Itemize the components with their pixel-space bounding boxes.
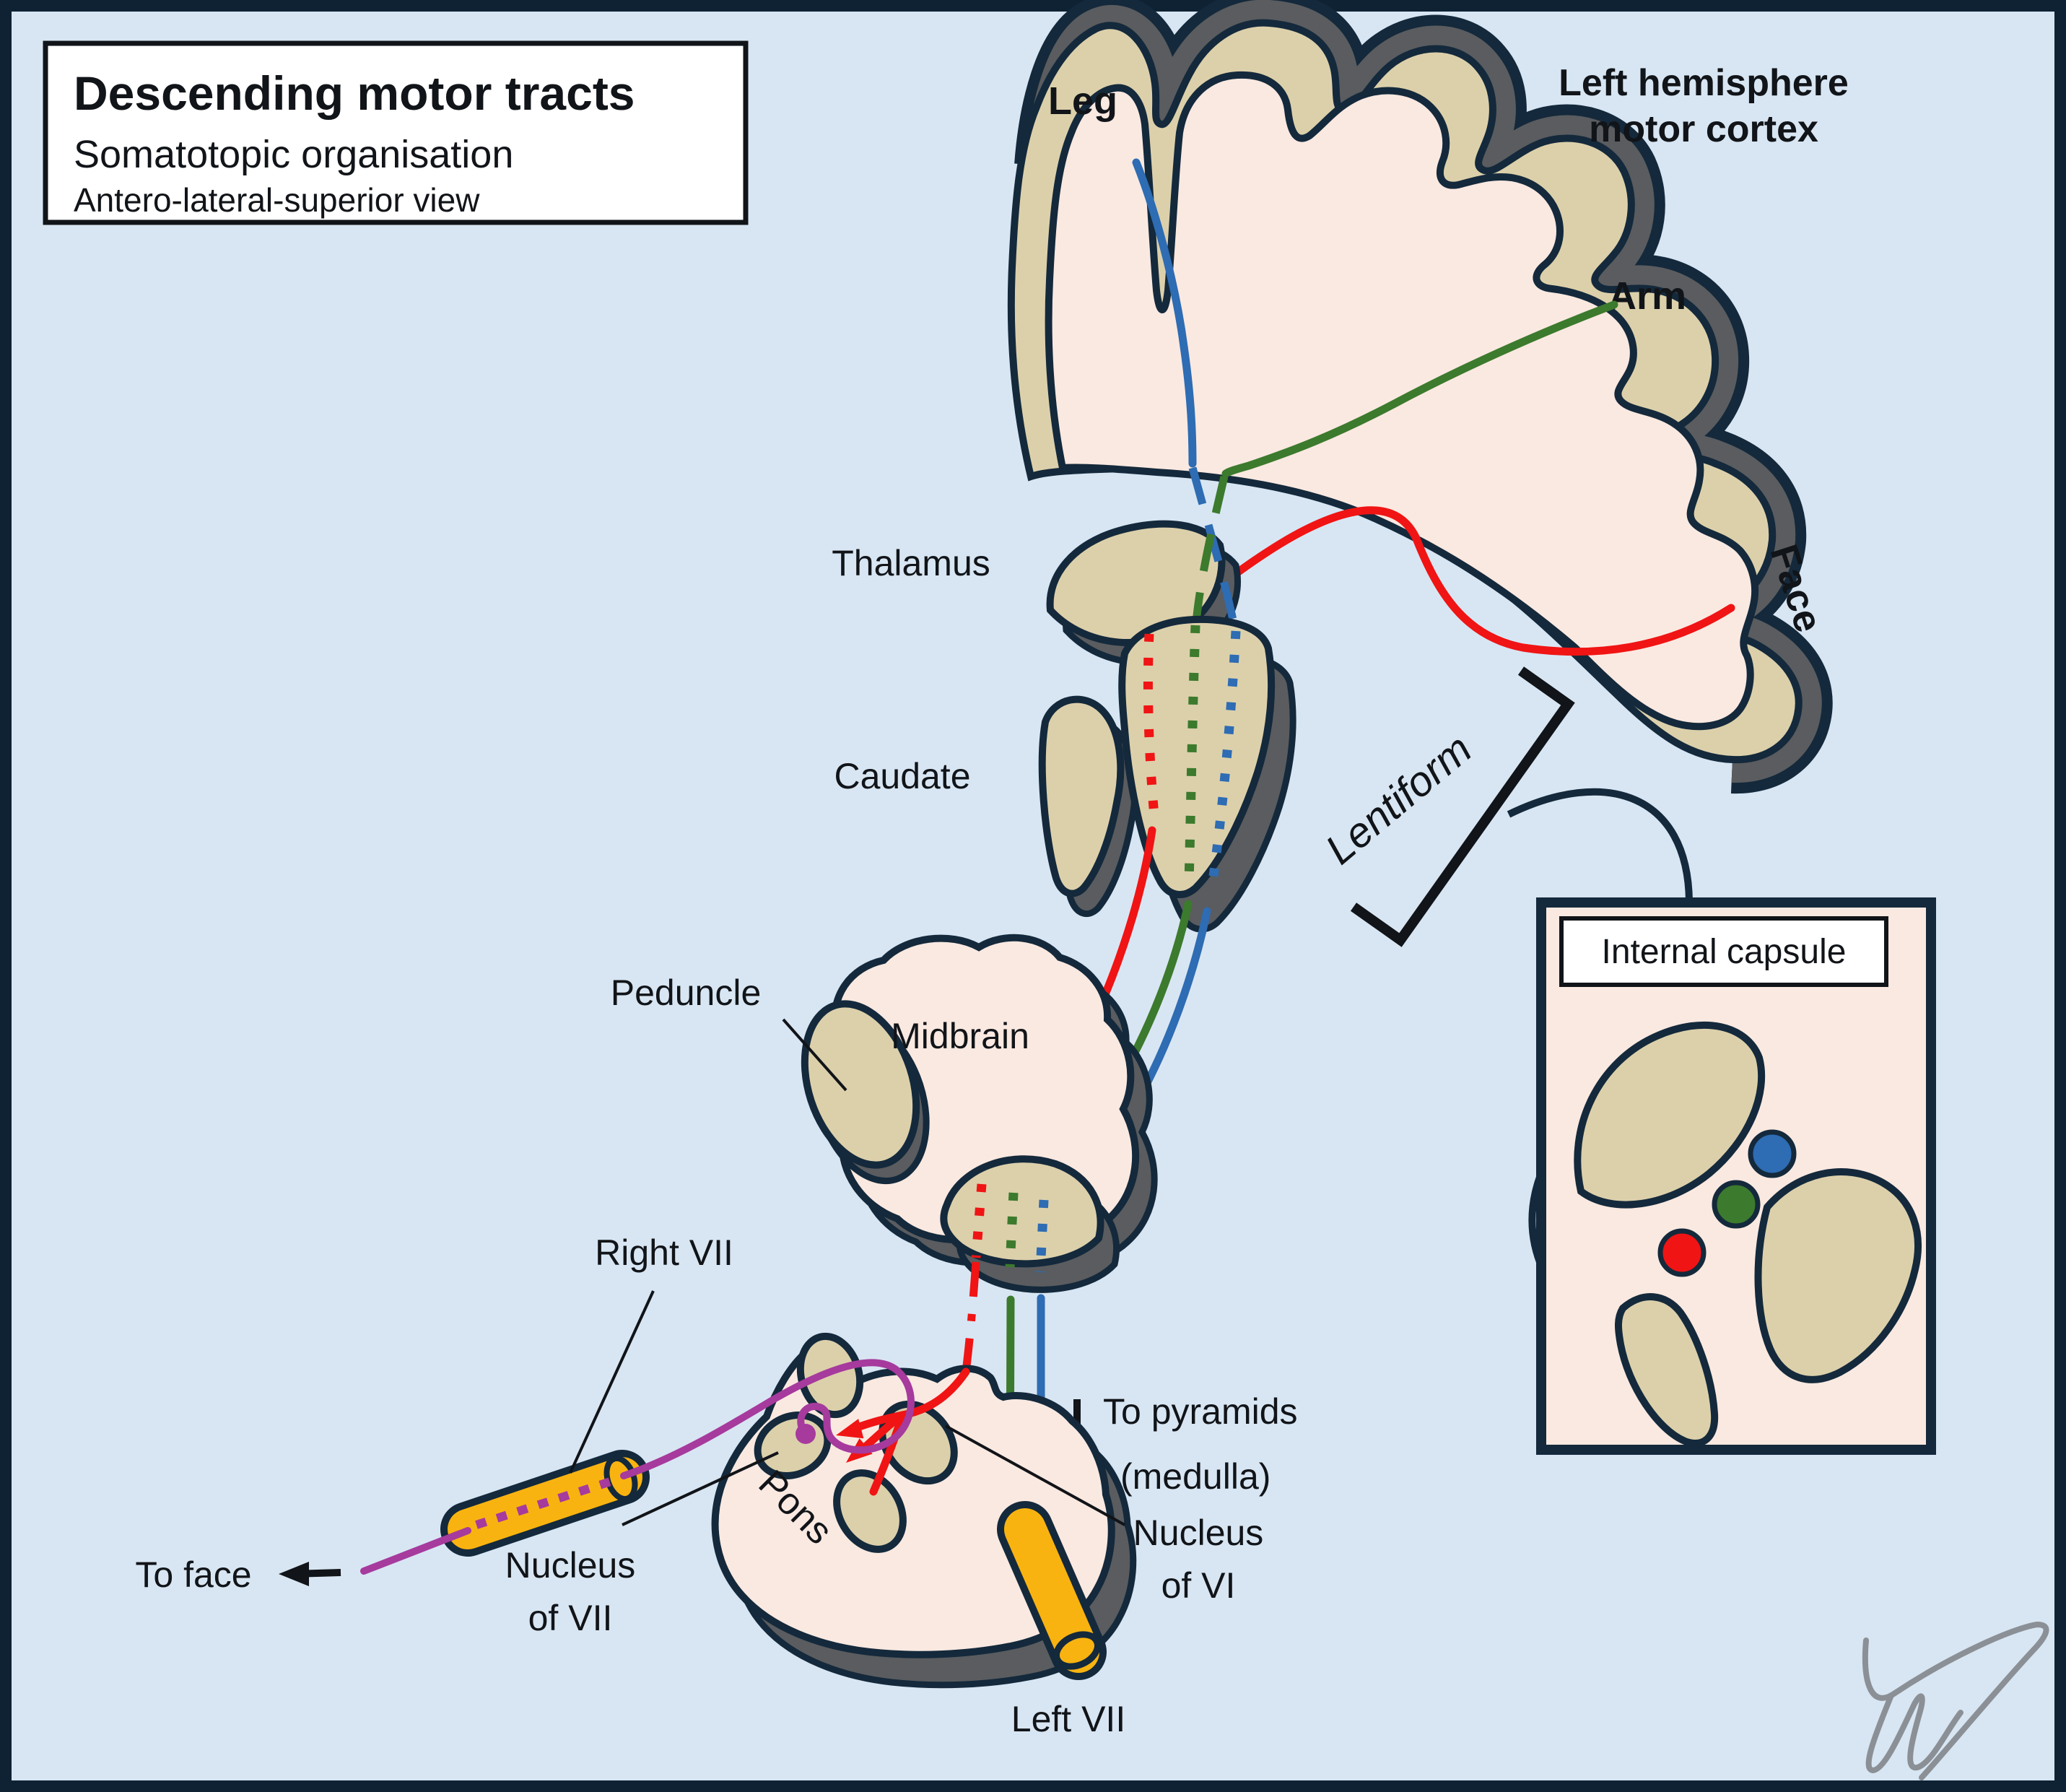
leg-label: Leg	[1048, 79, 1117, 123]
nucleus-vi-label-line1: Nucleus	[1133, 1513, 1264, 1553]
inset-caudate-shape	[1615, 1293, 1719, 1447]
diagram-view: Antero-lateral-superior view	[74, 181, 480, 219]
left-vii-trunk	[1004, 1508, 1099, 1673]
face-tract-arrowhead-icon	[836, 1419, 864, 1439]
inset-title: Internal capsule	[1602, 933, 1847, 971]
lentiform-shape	[1118, 615, 1276, 898]
signature-stroke-1	[1862, 1621, 2049, 1780]
to-face-label: To face	[135, 1554, 251, 1595]
inset-thalamus-shape	[1574, 1021, 1766, 1209]
inset-lentiform-shape	[1754, 1168, 1922, 1383]
facial-nerves: Left VII Right VII To face	[135, 1232, 1125, 1739]
arm-tract-cortex	[1221, 300, 1618, 478]
peduncle-pointer-line	[782, 1018, 847, 1092]
nucleus-vi-pointer-line	[945, 1425, 1125, 1526]
right-vii-pointer-line	[569, 1290, 655, 1474]
nucleus-vii-label-line1: Nucleus	[505, 1545, 636, 1586]
pontine-nucleus-bottom	[833, 1469, 907, 1553]
thalamus-shape	[1046, 520, 1226, 646]
nucleus-vii-pointer-line	[622, 1451, 779, 1526]
motor-cortex-slab: Leg Arm Face	[1007, 0, 1833, 794]
arm-tract-dashed	[1192, 475, 1229, 623]
nucleus-vii-label-line2: of VII	[528, 1598, 613, 1638]
lentiform-bracket	[1350, 666, 1575, 947]
right-vii-label: Right VII	[595, 1232, 733, 1273]
inset-face-dot	[1657, 1228, 1707, 1277]
facial-nerve-terminal-dot	[796, 1424, 816, 1444]
leg-tract-cortex	[1132, 158, 1197, 468]
signature-stroke-2	[1865, 1692, 1963, 1774]
peduncle-shape	[801, 1000, 920, 1169]
thalamus-label: Thalamus	[832, 543, 990, 583]
arm-tract-dotted-lentiform	[1184, 625, 1200, 885]
artist-signature	[1862, 1621, 2049, 1780]
caudate-label: Caudate	[834, 756, 970, 796]
to-pyramids-label-line2: (medulla)	[1120, 1456, 1270, 1497]
face-tract-dashdot	[962, 1261, 980, 1373]
nucleus-vi-label-line2: of VI	[1161, 1565, 1236, 1606]
diagram-title: Descending motor tracts	[74, 66, 635, 120]
region-heading-line1: Left hemisphere	[1559, 62, 1849, 104]
inset-arm-dot	[1712, 1180, 1761, 1229]
title-box: Descending motor tracts Somatotopic orga…	[43, 40, 749, 225]
arrow-left-icon	[279, 1562, 309, 1586]
midbrain: Midbrain Peduncle	[611, 934, 1158, 1293]
midbrain-label: Midbrain	[891, 1016, 1029, 1056]
region-heading: Left hemisphere motor cortex	[1559, 62, 1849, 150]
inset-leg-dot	[1748, 1129, 1797, 1178]
region-heading-line2: motor cortex	[1589, 108, 1818, 150]
left-vii-end-cap	[1053, 1631, 1101, 1670]
deep-nuclei: Thalamus Caudate	[832, 466, 1296, 933]
inset-title-box	[1559, 916, 1888, 987]
facial-nerve-dotted	[475, 1476, 616, 1529]
pons: Pons Nucleus of VII Nucleus of VI	[505, 1332, 1264, 1689]
peduncle-label: Peduncle	[611, 973, 762, 1013]
arm-label: Arm	[1608, 274, 1686, 318]
caudate-shape	[1038, 695, 1125, 897]
face-tract-cortex	[1149, 506, 1735, 656]
right-peduncle-shape	[940, 1155, 1104, 1268]
internal-capsule-inset: Internal capsule	[1536, 897, 1936, 1455]
to-pyramids-label-line1: To pyramids	[1103, 1391, 1298, 1432]
diagram-subtitle: Somatotopic organisation	[74, 133, 513, 176]
title-box-frame	[43, 40, 749, 225]
face-tract-pons-branch	[869, 1411, 907, 1496]
facial-nerve-loop	[620, 1359, 915, 1479]
cerebral-peduncles	[801, 1000, 1120, 1293]
leg-tract-dashed	[1188, 466, 1239, 628]
facial-nerve-to-face	[360, 1527, 471, 1575]
left-vii-label: Left VII	[1011, 1699, 1125, 1739]
